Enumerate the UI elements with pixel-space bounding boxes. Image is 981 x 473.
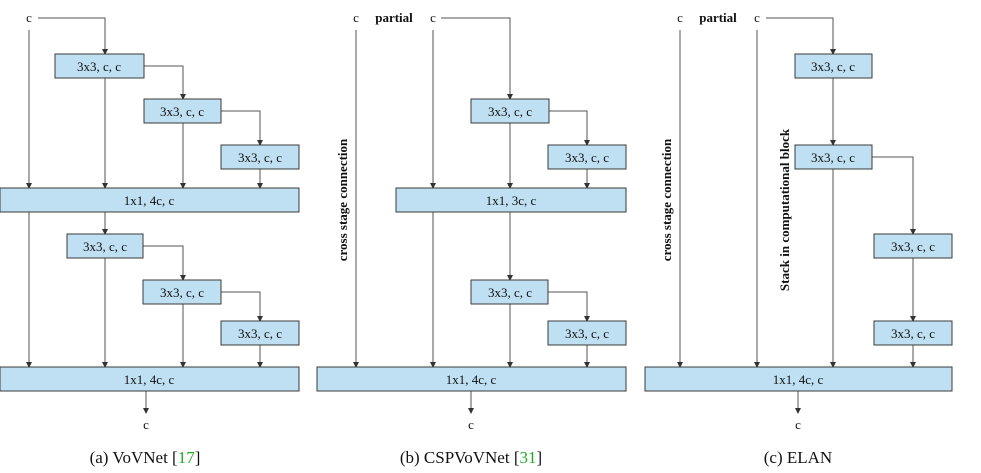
cspvovnet-conv-b1-label: 3x3, c, c: [488, 285, 532, 300]
cspvovnet-caption-prefix: (b) CSPVoVNet [: [400, 448, 520, 467]
vovnet-transition-a-label: 1x1, 4c, c: [124, 193, 175, 208]
elan-output-label: c: [795, 417, 801, 432]
vovnet-conv-b2-label: 3x3, c, c: [160, 285, 204, 300]
vovnet-conv-b3-label: 3x3, c, c: [238, 326, 282, 341]
elan-input-main-label: c: [754, 10, 760, 25]
elan-caption: (c) ELAN: [764, 448, 832, 467]
vovnet-conv-a2: [143, 98, 222, 124]
vovnet-caption-suffix: ]: [195, 448, 201, 467]
vovnet-transition-b-label: 1x1, 4c, c: [124, 372, 175, 387]
elan-conv-2-label: 3x3, c, c: [811, 150, 855, 165]
cspvovnet-conv-b1: [470, 279, 549, 305]
elan-transition: [644, 366, 953, 392]
vovnet-conv-a1: [54, 53, 145, 79]
cspvovnet-conv-b2-label: 3x3, c, c: [565, 326, 609, 341]
cspvovnet-panel: c partial c cross stage connection 3x3, …: [316, 10, 627, 467]
vovnet-conv-b1: [66, 233, 144, 259]
vovnet-caption: (a) VoVNet [17]: [90, 448, 201, 467]
cspvovnet-conv-a2: [547, 144, 627, 170]
vovnet-conv-b2: [142, 279, 222, 305]
cspvovnet-caption: (b) CSPVoVNet [31]: [400, 448, 542, 467]
vovnet-panel: c 3x3, c, c 3x3, c, c 3x3, c, c 1x1, 4c,…: [0, 10, 300, 467]
cspvovnet-transition-b: [316, 366, 627, 392]
elan-conv-4: [873, 320, 953, 346]
cspvovnet-conv-a1: [470, 98, 550, 124]
elan-conv-3: [873, 233, 953, 259]
cspvovnet-caption-reference[interactable]: 31: [519, 448, 536, 467]
vovnet-input-label: c: [26, 10, 32, 25]
vovnet-caption-reference[interactable]: 17: [178, 448, 196, 467]
cspvovnet-transition-a-label: 1x1, 3c, c: [486, 193, 537, 208]
vovnet-conv-a1-label: 3x3, c, c: [77, 59, 121, 74]
vovnet-caption-prefix: (a) VoVNet [: [90, 448, 178, 467]
elan-conv-2: [794, 144, 873, 170]
cspvovnet-input-cross-label: c: [353, 10, 359, 25]
cspvovnet-conv-a2-label: 3x3, c, c: [565, 150, 609, 165]
vovnet-conv-a2-label: 3x3, c, c: [160, 104, 204, 119]
cspvovnet-wires: [353, 17, 590, 414]
vovnet-wires: [26, 17, 263, 414]
cspvovnet-transition-b-label: 1x1, 4c, c: [446, 372, 497, 387]
vovnet-output-label: c: [143, 417, 149, 432]
vovnet-conv-b3: [220, 320, 300, 346]
cspvovnet-conv-b2: [547, 320, 627, 346]
elan-cross-stage-label: cross stage connection: [659, 138, 674, 261]
cspvovnet-cross-stage-label: cross stage connection: [335, 138, 350, 261]
elan-transition-label: 1x1, 4c, c: [773, 372, 824, 387]
elan-conv-1: [794, 53, 873, 79]
vovnet-conv-a3-label: 3x3, c, c: [238, 150, 282, 165]
vovnet-conv-b1-label: 3x3, c, c: [83, 239, 127, 254]
elan-conv-4-label: 3x3, c, c: [891, 326, 935, 341]
cspvovnet-caption-suffix: ]: [536, 448, 542, 467]
vovnet-transition-b: [0, 366, 300, 392]
elan-panel: c partial c cross stage connection Stack…: [644, 10, 953, 467]
elan-stack-label: Stack in computational block: [777, 128, 792, 291]
cspvovnet-output-label: c: [468, 417, 474, 432]
elan-conv-1-label: 3x3, c, c: [811, 59, 855, 74]
cspvovnet-conv-a1-label: 3x3, c, c: [488, 104, 532, 119]
cspvovnet-input-main-label: c: [430, 10, 436, 25]
elan-wires: [677, 17, 916, 414]
elan-conv-3-label: 3x3, c, c: [891, 239, 935, 254]
vovnet-transition-a: [0, 187, 300, 213]
vovnet-conv-a3: [220, 144, 300, 170]
elan-input-cross-label: c: [677, 10, 683, 25]
elan-partial-label: partial: [699, 10, 737, 25]
cspvovnet-transition-a: [395, 187, 627, 213]
cspvovnet-partial-label: partial: [375, 10, 413, 25]
